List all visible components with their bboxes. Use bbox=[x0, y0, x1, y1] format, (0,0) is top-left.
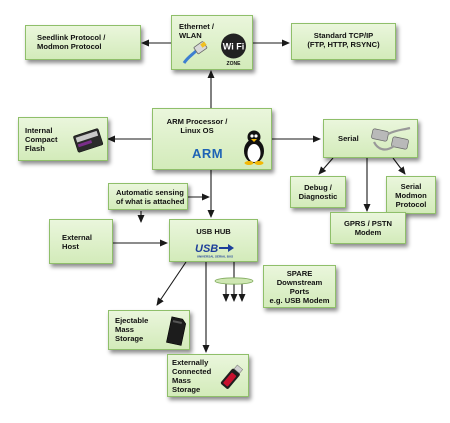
spare-ports-ellipse bbox=[214, 277, 254, 285]
usb-flash-drive-icon bbox=[220, 364, 244, 389]
wifi-logo-text: Wi Fi bbox=[223, 42, 244, 52]
ethernet-label: Ethernet / WLAN bbox=[179, 22, 215, 40]
node-ethernet-wlan: Ethernet / WLAN Wi Fi ZONE bbox=[171, 15, 253, 70]
external-host-label: External Host bbox=[62, 233, 92, 251]
node-usb-hub: USB HUB USB UNIVERSAL SERIAL BUS bbox=[169, 219, 258, 262]
arrow-usb-hub-to-ejectable bbox=[156, 261, 187, 306]
auto-sense-label: Automatic sensing of what is attached bbox=[116, 188, 185, 206]
compact-flash-label: Internal Compact Flash bbox=[25, 126, 58, 153]
spare-label: SPARE Downstream Ports e.g. USB Modem bbox=[269, 269, 330, 305]
node-seedlink-protocol: Seedlink Protocol / Modmon Protocol bbox=[25, 25, 141, 60]
node-serial-modmon-protocol: Serial Modmon Protocol bbox=[386, 176, 436, 214]
serial-label: Serial bbox=[338, 134, 359, 143]
ethernet-cable-icon bbox=[182, 41, 208, 64]
serial-cable-icon bbox=[371, 126, 411, 151]
debug-label: Debug / Diagnostic bbox=[298, 183, 338, 201]
node-externally-connected-mass-storage: Externally Connected Mass Storage bbox=[167, 354, 249, 397]
node-gprs-pstn-modem: GPRS / PSTN Modem bbox=[330, 212, 406, 244]
tcpip-label: Standard TCP/IP (FTP, HTTP, RSYNC) bbox=[307, 31, 380, 49]
usb-logo-text: USB bbox=[195, 243, 218, 255]
ejectable-label: Ejectable Mass Storage bbox=[115, 316, 149, 343]
node-standard-tcpip: Standard TCP/IP (FTP, HTTP, RSYNC) bbox=[291, 23, 396, 60]
seedlink-label: Seedlink Protocol / Modmon Protocol bbox=[37, 33, 106, 51]
arrow-serial-to-serial-modmon bbox=[392, 157, 406, 175]
wifi-zone-logo-icon: Wi Fi ZONE bbox=[221, 33, 246, 67]
usb-logo-subtext: UNIVERSAL SERIAL BUS bbox=[197, 255, 233, 259]
node-ejectable-mass-storage: Ejectable Mass Storage bbox=[108, 310, 190, 350]
node-spare-downstream-ports: SPARE Downstream Ports e.g. USB Modem bbox=[263, 265, 336, 308]
compact-flash-card-icon bbox=[73, 128, 104, 153]
arm-processor-label: ARM Processor / Linux OS bbox=[166, 117, 228, 135]
node-serial: Serial bbox=[323, 119, 418, 158]
serial-modmon-label: Serial Modmon Protocol bbox=[395, 182, 427, 209]
ext-mass-label: Externally Connected Mass Storage bbox=[172, 358, 212, 394]
node-external-host: External Host bbox=[49, 219, 113, 264]
node-internal-compact-flash: Internal Compact Flash bbox=[18, 117, 108, 161]
node-debug-diagnostic: Debug / Diagnostic bbox=[290, 176, 346, 208]
node-automatic-sensing: Automatic sensing of what is attached bbox=[108, 183, 188, 210]
node-arm-processor: ARM Processor / Linux OS ARM bbox=[152, 108, 272, 170]
usb-logo-icon: USB UNIVERSAL SERIAL BUS bbox=[195, 243, 234, 259]
arm-logo-icon: ARM bbox=[192, 146, 224, 161]
arrow-serial-to-debug bbox=[318, 157, 334, 175]
gprs-label: GPRS / PSTN Modem bbox=[343, 219, 393, 237]
linux-penguin-icon bbox=[244, 130, 264, 165]
wifi-zone-text: ZONE bbox=[227, 61, 242, 67]
usb-hub-label: USB HUB bbox=[196, 227, 231, 236]
memory-card-icon bbox=[166, 316, 187, 346]
